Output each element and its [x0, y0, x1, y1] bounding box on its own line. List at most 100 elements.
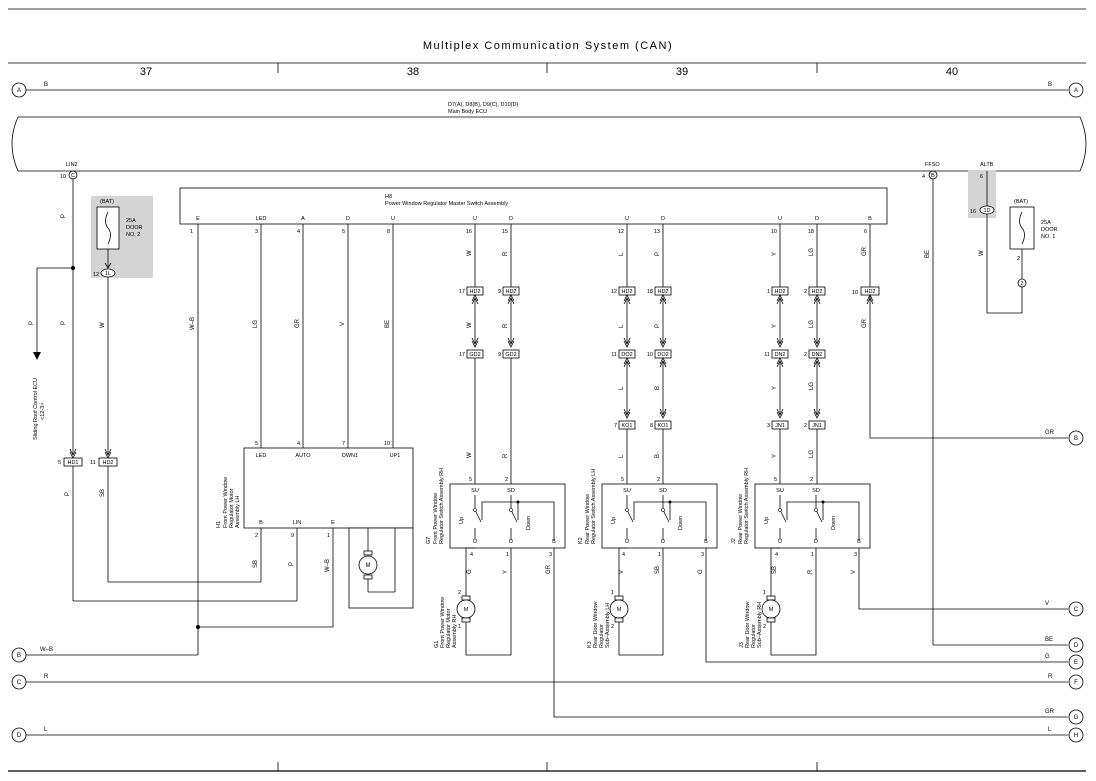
column-number: 38: [407, 66, 419, 78]
pin-number: 13: [654, 229, 660, 235]
wire-color-label: R: [503, 453, 509, 458]
motor-label: M: [366, 563, 371, 569]
pin-label: SU: [623, 488, 631, 494]
pin-label: SD: [659, 488, 667, 494]
pin-number: 2: [804, 289, 807, 295]
pin-label: U: [625, 539, 629, 545]
wire-color-label: L: [619, 454, 625, 458]
wire-color-label: W: [979, 250, 985, 256]
connector-code: JN1: [775, 423, 785, 429]
wire-color-label: LG: [253, 320, 259, 328]
component-name: Rear Power Window: [585, 494, 591, 544]
pin-number: 4: [297, 441, 300, 447]
pin-number: 7: [342, 441, 345, 447]
wire-color-label: GR: [862, 318, 868, 328]
pin-number: 18: [647, 289, 653, 295]
connector-code: GD2: [469, 352, 480, 358]
wire-color-label: W: [100, 322, 106, 328]
connector-code: KO1: [621, 423, 632, 429]
sliding-roof-ecu-ref: <12-3>: [40, 403, 46, 420]
pin-number: 2: [810, 477, 813, 483]
terminal-e-right: E: [1068, 654, 1084, 670]
pin-number: 2: [255, 533, 258, 539]
wire-color-label: L: [44, 727, 48, 733]
component-code: H1: [216, 521, 222, 528]
connector-code: GD2: [505, 352, 516, 358]
terminal-h-right: H: [1068, 727, 1084, 743]
pin-number: 1: [763, 590, 766, 596]
pin-number: 11: [90, 460, 96, 466]
wire-color-label: G: [698, 569, 704, 574]
wire-color-label: GR: [1045, 709, 1055, 715]
regulator-motor-h1: [243, 447, 414, 529]
pin-number: 1: [658, 552, 661, 558]
fuse-name: NO. 1: [1041, 234, 1055, 240]
component-code: K3: [587, 641, 593, 648]
wire-color-label: LG: [809, 450, 815, 458]
pin-number: 2: [804, 352, 807, 358]
pin-label: U: [391, 216, 395, 222]
fuse-name: NO. 2: [126, 232, 140, 238]
fuse-source: (BAT): [1014, 199, 1028, 205]
pin-label: B: [857, 539, 861, 545]
wire-color-label: LG: [809, 382, 815, 390]
terminal-a-left: A: [11, 82, 27, 98]
pin-label: SD: [507, 488, 515, 494]
pin-number: 15: [502, 229, 508, 235]
fuse-name: DOOR: [1041, 227, 1058, 233]
wire-color-label: P: [655, 252, 661, 256]
terminal-d-right: D: [1068, 637, 1084, 653]
switch-down-label: Down: [526, 516, 532, 530]
component-code: H8: [385, 194, 392, 200]
connector-code: 1D: [983, 208, 990, 214]
pin-number: 1: [458, 624, 461, 630]
pin-number: 5: [621, 477, 624, 483]
terminal-b-left: B: [11, 647, 27, 663]
switch-up-label: Up: [459, 517, 465, 524]
svg-text:C: C: [1074, 607, 1079, 613]
pin-number: 5: [774, 477, 777, 483]
pin-label: D: [661, 539, 665, 545]
page-title: Multiplex Communication System (CAN): [423, 40, 673, 52]
component-code: J3: [739, 642, 745, 648]
wire-color-label: GR: [295, 318, 301, 328]
pin-label: LIN2: [66, 162, 78, 168]
pin-number: 2: [657, 477, 660, 483]
motor-icon: [358, 555, 378, 575]
svg-text:A: A: [17, 88, 21, 94]
terminal-b-right: B: [1068, 430, 1084, 446]
pin-number: 6: [980, 174, 983, 180]
pin-label: LIN: [293, 520, 302, 526]
wire-color-label: SB: [100, 489, 106, 497]
wire-color-label: BE: [385, 320, 391, 328]
svg-text:A: A: [1074, 88, 1078, 94]
terminal-c-right: C: [1068, 601, 1084, 617]
wire-color-label: GR: [546, 564, 552, 574]
connector-code: 1L: [105, 271, 111, 277]
pin-label: LED: [256, 453, 267, 459]
wire-color-label: V: [619, 570, 625, 574]
connector-code: DN2: [811, 352, 822, 358]
fuse-rating: 25A: [126, 218, 136, 224]
connector-code: HD2: [657, 289, 668, 295]
pin-label: E: [196, 216, 200, 222]
motor-label: M: [769, 607, 774, 613]
switch-down-label: Down: [678, 516, 684, 530]
pin-label: SU: [776, 488, 784, 494]
connector-code: HD2: [621, 289, 632, 295]
component-name: Regulator Switch Assembly RH: [439, 468, 445, 544]
component-name: Regulator Motor: [229, 488, 235, 528]
wire-color-label: GR: [862, 246, 868, 256]
pin-number: 1: [811, 552, 814, 558]
pin-number: 8: [387, 229, 390, 235]
wire-color-label: G: [467, 569, 473, 574]
svg-text:E: E: [1074, 660, 1078, 666]
pin-label: FFSO: [925, 162, 940, 168]
wire-color-label: G: [1045, 654, 1050, 660]
motor-label: M: [617, 607, 622, 613]
wire-color-label: P: [61, 214, 67, 218]
wire-color-label: P: [65, 492, 71, 496]
wire-color-label: L: [1048, 727, 1052, 733]
connector-code: HD2: [864, 289, 875, 295]
